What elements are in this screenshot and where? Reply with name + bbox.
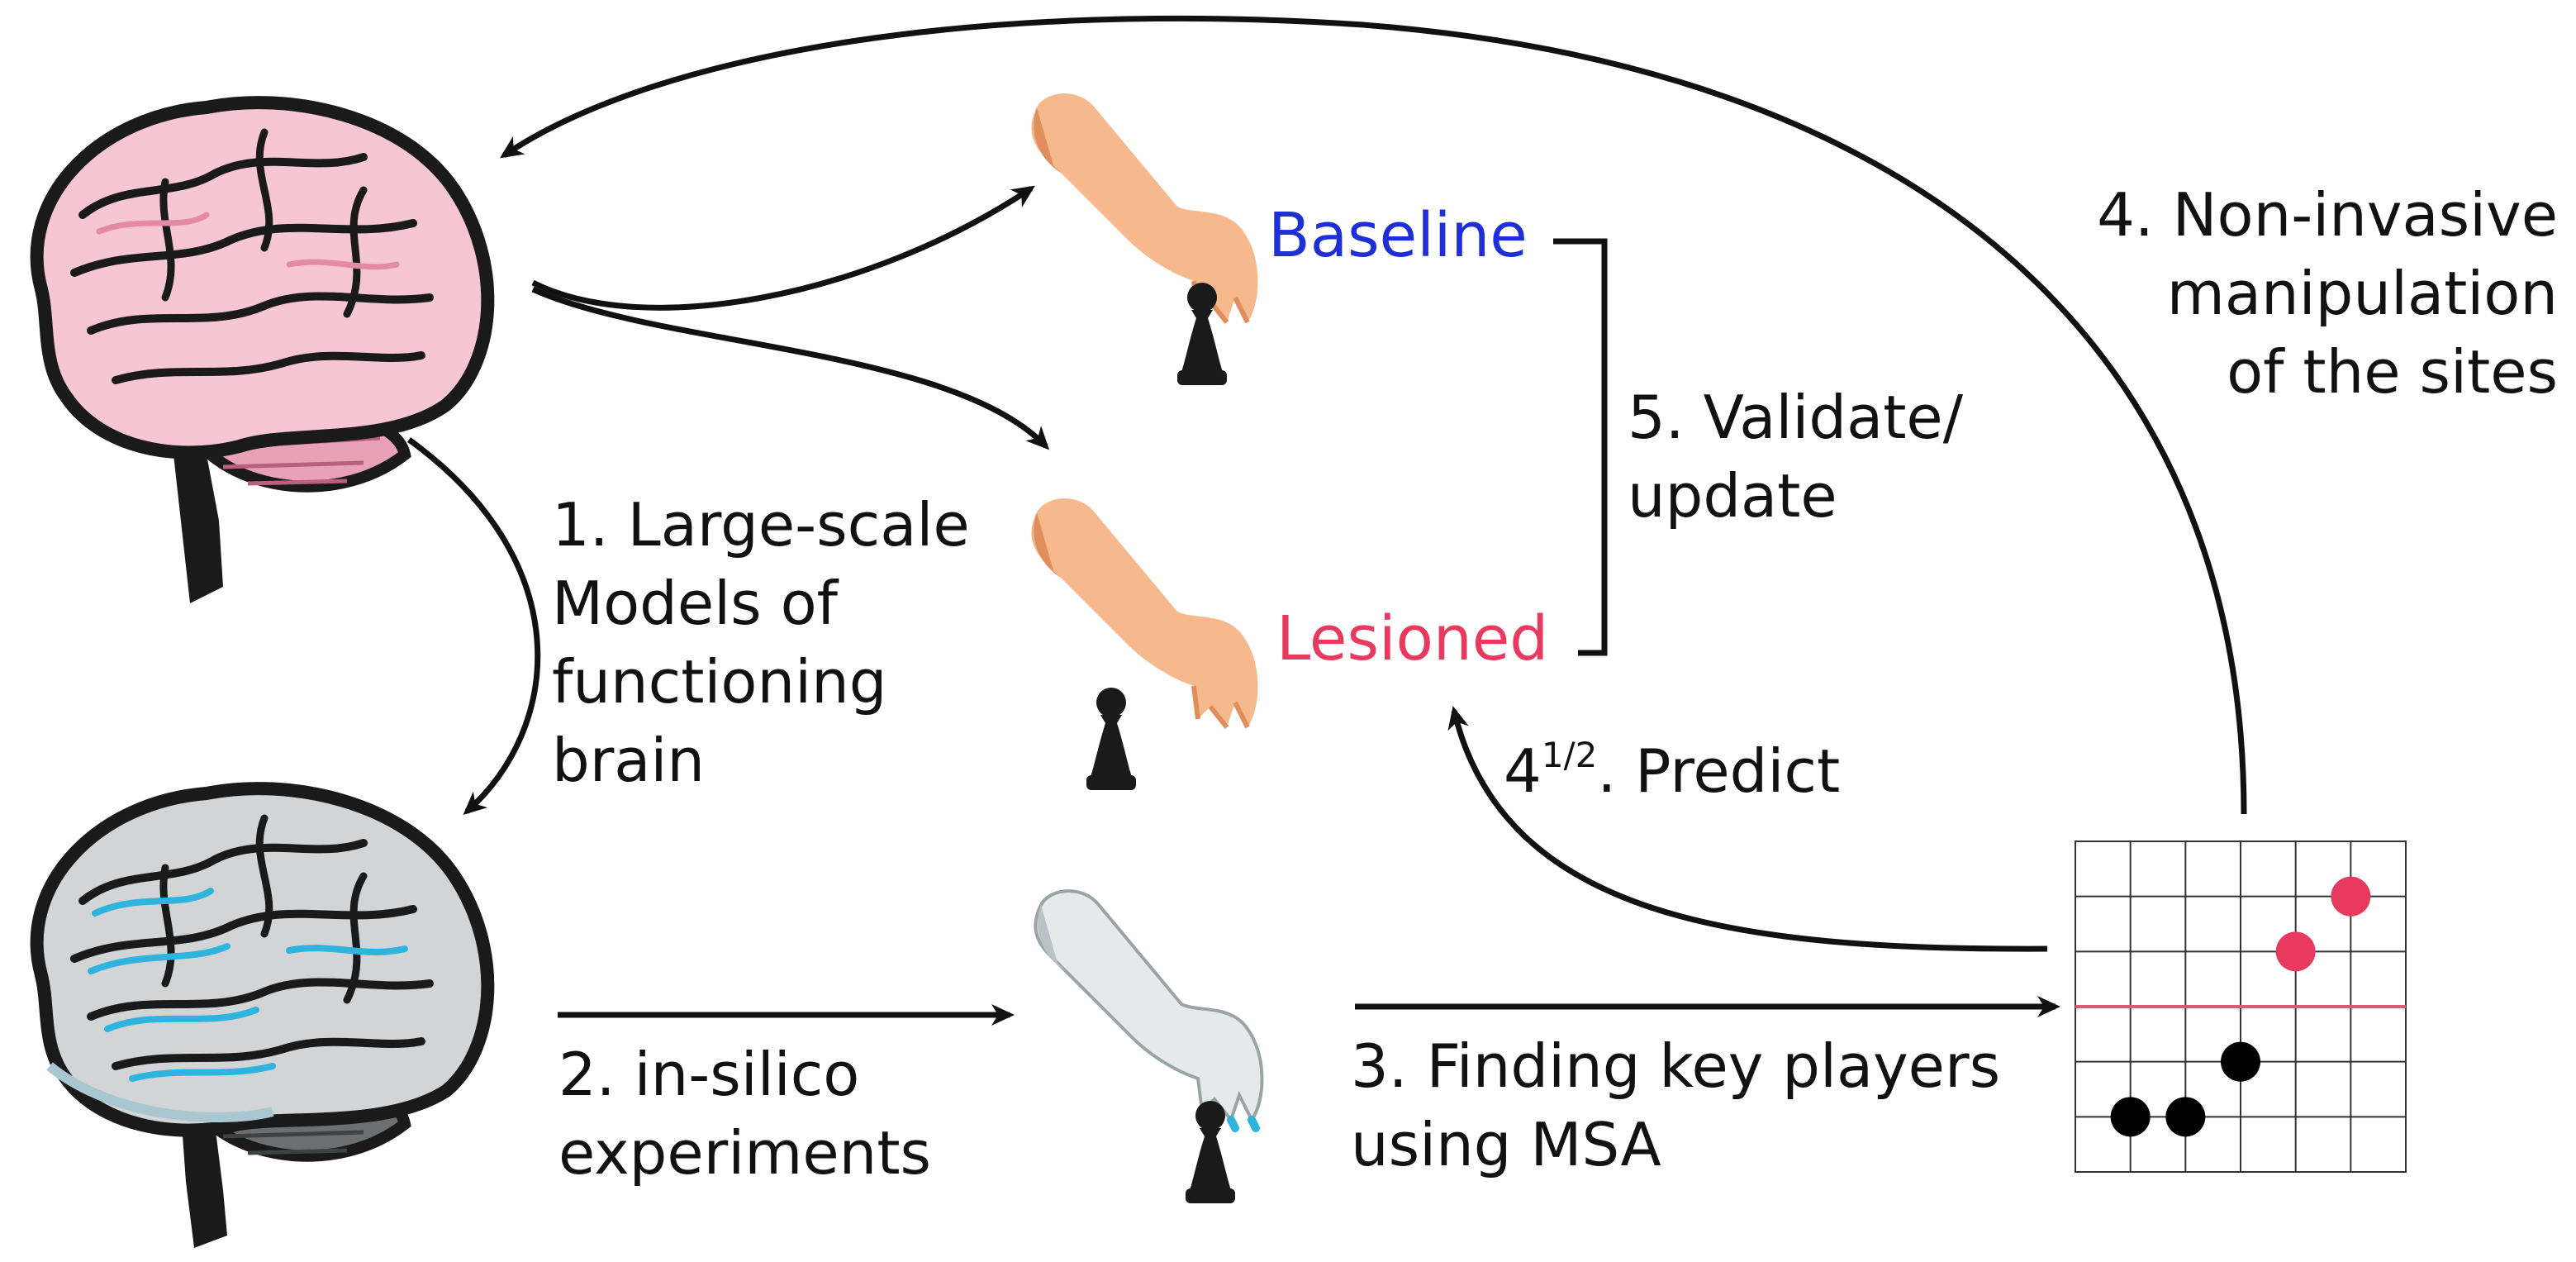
svg-text:brain: brain xyxy=(552,726,705,795)
svg-text:5. Validate/: 5. Validate/ xyxy=(1628,383,1964,452)
label-step4half: 41/2. Predict xyxy=(1504,735,1840,806)
chess-pawn-icon xyxy=(1086,688,1136,790)
svg-text:functioning: functioning xyxy=(552,647,886,717)
player-point xyxy=(2221,1041,2260,1082)
arrow-step1 xyxy=(406,437,541,815)
arrow-to-baseline xyxy=(531,185,1035,311)
label-step1: 1. Large-scale Models of functioning bra… xyxy=(552,490,970,795)
arrow-to-lesioned xyxy=(531,286,1050,450)
bracket-validate xyxy=(1553,238,1608,656)
arrows xyxy=(406,15,2247,1026)
svg-text:update: update xyxy=(1628,461,1837,531)
label-step5: 5. Validate/ update xyxy=(1628,383,1964,531)
chess-pawn-icon xyxy=(1177,283,1227,385)
hand-baseline-icon xyxy=(1031,93,1258,324)
arrow-step4half xyxy=(1447,706,2048,952)
key-player-point xyxy=(2331,876,2371,917)
svg-text:1. Large-scale: 1. Large-scale xyxy=(552,490,970,560)
label-lesioned: Lesioned xyxy=(1276,603,1548,674)
robot-hand-icon xyxy=(1034,889,1264,1132)
svg-text:2. in-silico: 2. in-silico xyxy=(558,1040,859,1109)
chess-pawn-icon xyxy=(1186,1101,1235,1203)
svg-text:experiments: experiments xyxy=(558,1118,931,1188)
arrow-step4 xyxy=(500,15,2247,815)
svg-text:using MSA: using MSA xyxy=(1351,1110,1661,1179)
svg-text:of the sites: of the sites xyxy=(2227,337,2558,407)
real-brain-icon xyxy=(30,96,495,603)
player-point xyxy=(2110,1097,2151,1137)
label-step3: 3. Finding key players using MSA xyxy=(1351,1031,2000,1179)
msa-shapley-grid xyxy=(2075,841,2407,1173)
key-player-point xyxy=(2275,931,2316,972)
svg-text:manipulation: manipulation xyxy=(2167,259,2558,328)
svg-text:Models of: Models of xyxy=(552,569,839,638)
label-step4: 4. Non-invasive manipulation of the site… xyxy=(2097,180,2558,407)
hand-lesioned-icon xyxy=(1031,498,1258,729)
player-point xyxy=(2165,1097,2206,1137)
label-step2: 2. in-silico experiments xyxy=(558,1040,931,1188)
model-brain-icon xyxy=(30,782,495,1248)
label-baseline: Baseline xyxy=(1268,200,1528,271)
svg-text:4. Non-invasive: 4. Non-invasive xyxy=(2097,180,2558,250)
svg-text:3. Finding key players: 3. Finding key players xyxy=(1351,1031,2000,1101)
